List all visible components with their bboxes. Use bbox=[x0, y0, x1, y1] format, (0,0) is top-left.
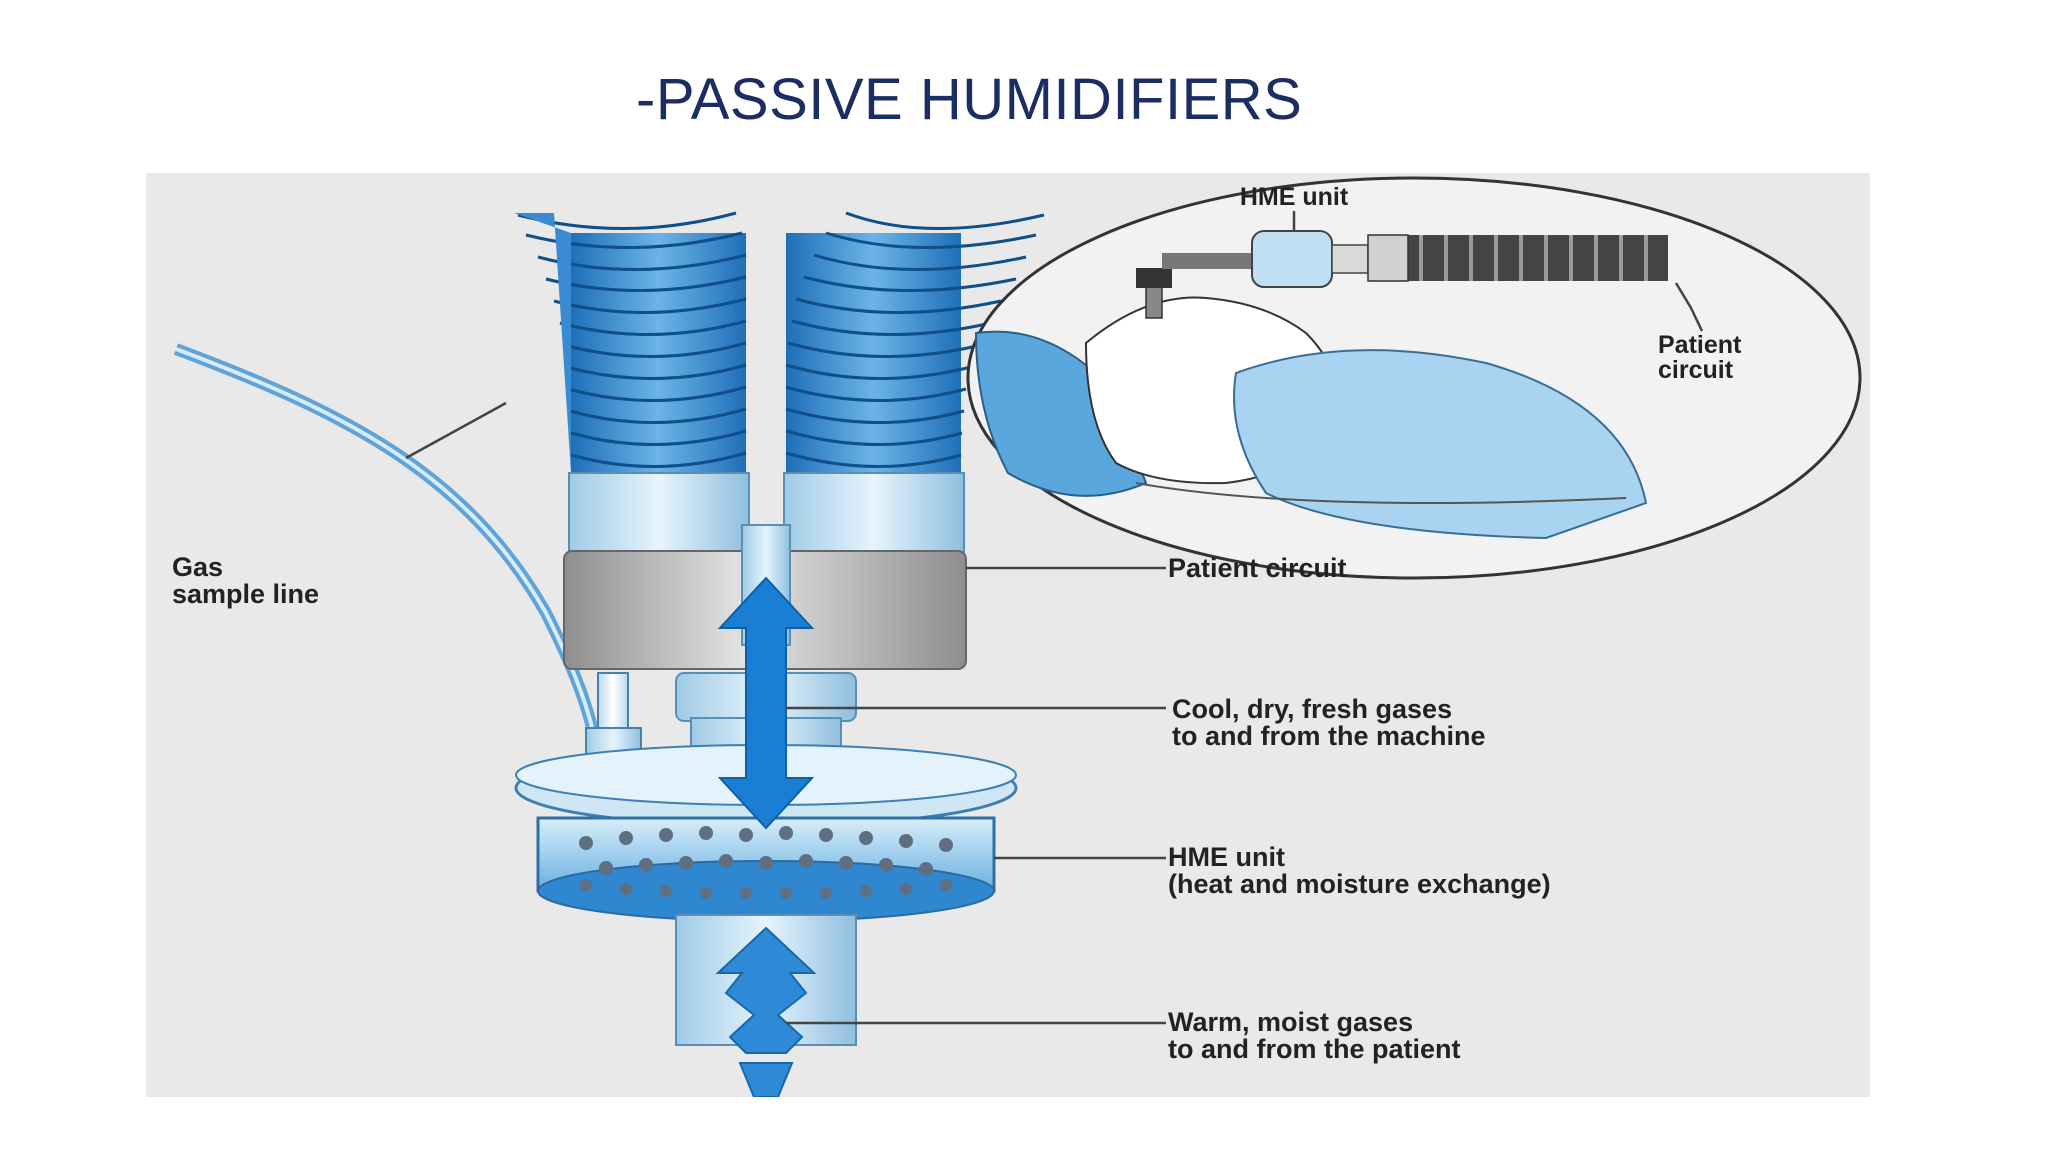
warm-moist-gases-label-2: to and from the patient bbox=[1168, 1034, 1461, 1064]
right-corrugated-tube bbox=[783, 211, 1045, 554]
warm-moist-gases-label-1: Warm, moist gases bbox=[1168, 1007, 1413, 1037]
inset-patient-circuit-label-2: circuit bbox=[1658, 356, 1734, 384]
left-corrugated-tube bbox=[514, 211, 750, 554]
moist-gas-arrow bbox=[715, 926, 817, 1097]
hme-unit-label-2: (heat and moisture exchange) bbox=[1168, 869, 1551, 899]
inset-patient-circuit-label-1: Patient bbox=[1658, 331, 1742, 359]
gas-sample-line-label-1: Gas bbox=[172, 552, 223, 582]
patient-circuit-label: Patient circuit bbox=[1168, 553, 1347, 583]
slide-title: -PASSIVE HUMIDIFIERS bbox=[636, 67, 1303, 132]
leader-gas-sample bbox=[405, 401, 507, 460]
hme-unit-label-1: HME unit bbox=[1168, 842, 1285, 872]
cool-dry-gases-label-1: Cool, dry, fresh gases bbox=[1172, 694, 1452, 724]
inset-patient-view: HME unit Patient circuit bbox=[966, 176, 1862, 580]
hme-diagram: HME unit Patient circuit Gas sample line… bbox=[146, 173, 1870, 1097]
inset-hme-unit-label: HME unit bbox=[1240, 183, 1349, 211]
fresh-gas-double-arrow bbox=[717, 576, 815, 830]
inset-hme-unit bbox=[1251, 230, 1333, 288]
hme-chamber bbox=[536, 816, 996, 922]
gas-sample-line-label-2: sample line bbox=[172, 579, 319, 609]
cool-dry-gases-label-2: to and from the machine bbox=[1172, 721, 1486, 751]
inset-patient-circuit bbox=[1368, 235, 1668, 281]
